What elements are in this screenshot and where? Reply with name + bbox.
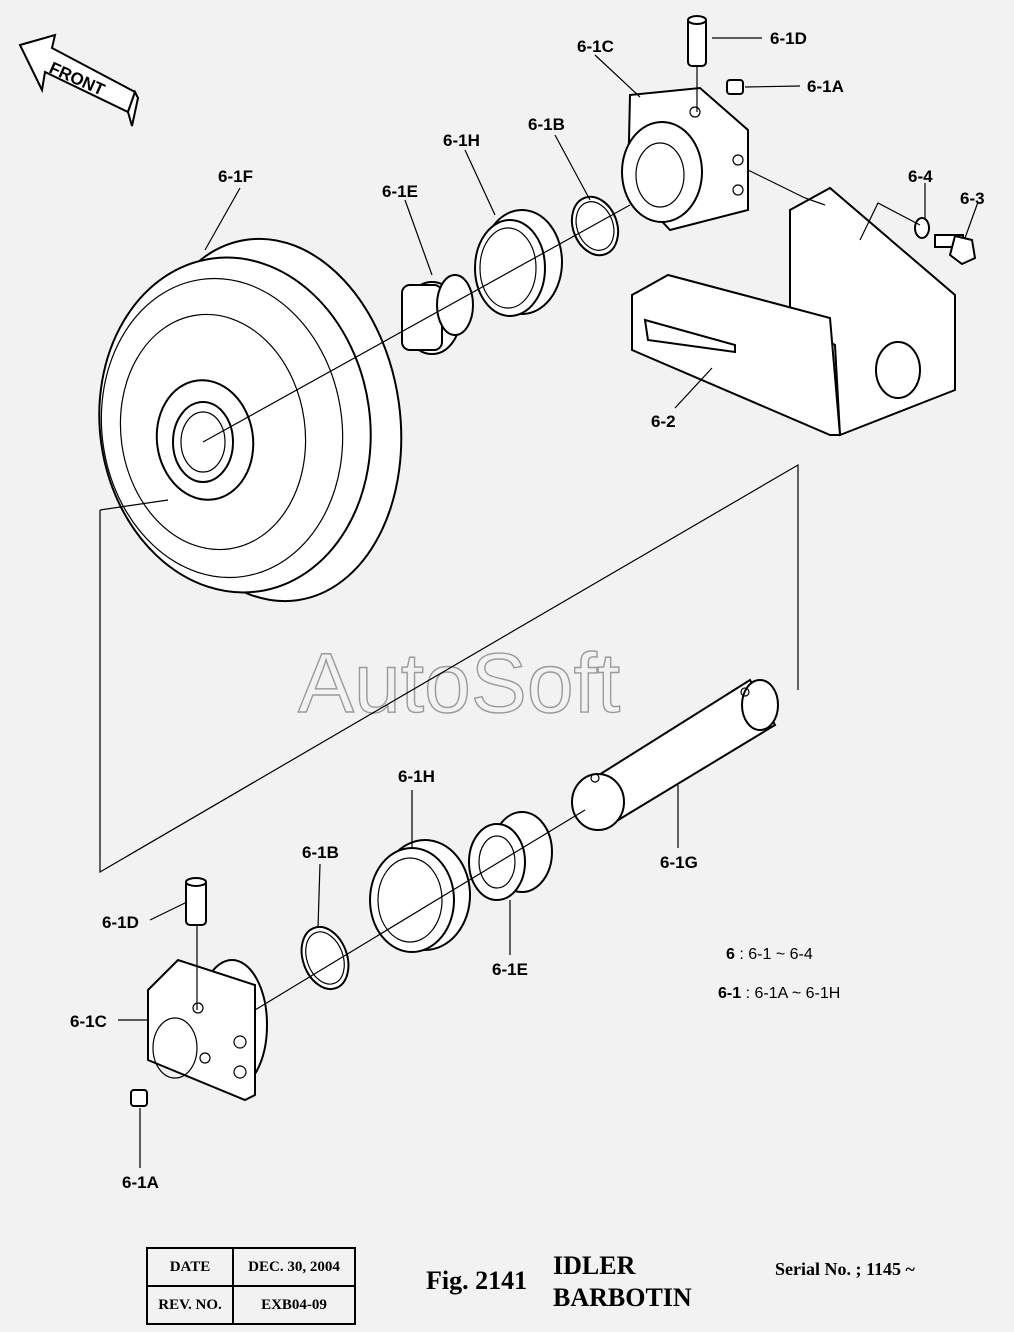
figure-number: Fig. 2141: [426, 1266, 528, 1295]
o-ring-top: [570, 195, 620, 257]
callouts: 6-1D 6-1A 6-1C 6-1B 6-1H 6-1E 6-1F 6-4 6…: [70, 29, 985, 1192]
watermark: AutoSoft: [298, 636, 620, 730]
o-ring-bottom: [300, 926, 350, 990]
callout-6-2: 6-2: [651, 412, 676, 431]
figure-title-fr: BARBOTIN: [553, 1283, 692, 1312]
callout-6-1E-top: 6-1E: [382, 182, 418, 201]
callout-6-1B-top: 6-1B: [528, 115, 565, 134]
callout-6-1C-top: 6-1C: [577, 37, 614, 56]
date-label: DATE: [146, 1247, 234, 1287]
pin-top: [687, 15, 707, 67]
legend-line-2: 6-1 : 6-1A ~ 6-1H: [718, 985, 840, 1003]
legend-range-2: : 6-1A ~ 6-1H: [745, 985, 841, 1002]
rev-value: EXB04-09: [232, 1285, 356, 1325]
collar-bottom: [468, 811, 553, 901]
date-value: DEC. 30, 2004: [232, 1247, 356, 1287]
callout-6-1F: 6-1F: [218, 167, 253, 186]
callout-6-3: 6-3: [960, 189, 985, 208]
washer: [914, 217, 930, 239]
callout-6-1A-bottom: 6-1A: [122, 1173, 159, 1192]
callout-6-1G: 6-1G: [660, 853, 698, 872]
rev-label: REV. NO.: [146, 1285, 234, 1325]
callout-6-1A-top: 6-1A: [807, 77, 844, 96]
callout-6-1E-bottom: 6-1E: [492, 960, 528, 979]
callout-6-1H-bottom: 6-1H: [398, 767, 435, 786]
bracket-bottom: [147, 958, 268, 1102]
front-arrow-icon: FRONT: [18, 33, 140, 127]
collar-top: [401, 274, 474, 355]
set-screw-top: [726, 79, 744, 95]
callout-6-1D-top: 6-1D: [770, 29, 807, 48]
idler-wheel: [98, 237, 403, 603]
leader-lines: [118, 37, 979, 1168]
legend-key-2: 6-1: [718, 985, 742, 1002]
set-screw-bottom: [130, 1089, 148, 1107]
serial-number: Serial No. ; 1145 ~: [775, 1259, 915, 1279]
figure-title-en: IDLER: [553, 1251, 636, 1280]
legend-key-1: 6: [726, 946, 735, 963]
callout-6-4: 6-4: [908, 167, 933, 186]
legend-line-1: 6 : 6-1 ~ 6-4: [726, 946, 813, 964]
title-block: DATE DEC. 30, 2004 REV. NO. EXB04-09: [146, 1247, 356, 1325]
yoke-frame: [631, 186, 956, 437]
figure-title: IDLER BARBOTIN: [553, 1250, 692, 1314]
axis-lines: [99, 66, 921, 1011]
seal-bottom: [369, 839, 471, 953]
bracket-top: [621, 86, 749, 232]
seal-top: [474, 209, 563, 317]
bolt: [934, 234, 977, 266]
callout-6-1B-bottom: 6-1B: [302, 843, 339, 862]
callout-6-1D-bottom: 6-1D: [102, 913, 139, 932]
pin-bottom: [185, 877, 207, 926]
legend-range-1: : 6-1 ~ 6-4: [739, 946, 813, 963]
shaft: [571, 678, 779, 831]
callout-6-1H-top: 6-1H: [443, 131, 480, 150]
callout-6-1C-bottom: 6-1C: [70, 1012, 107, 1031]
